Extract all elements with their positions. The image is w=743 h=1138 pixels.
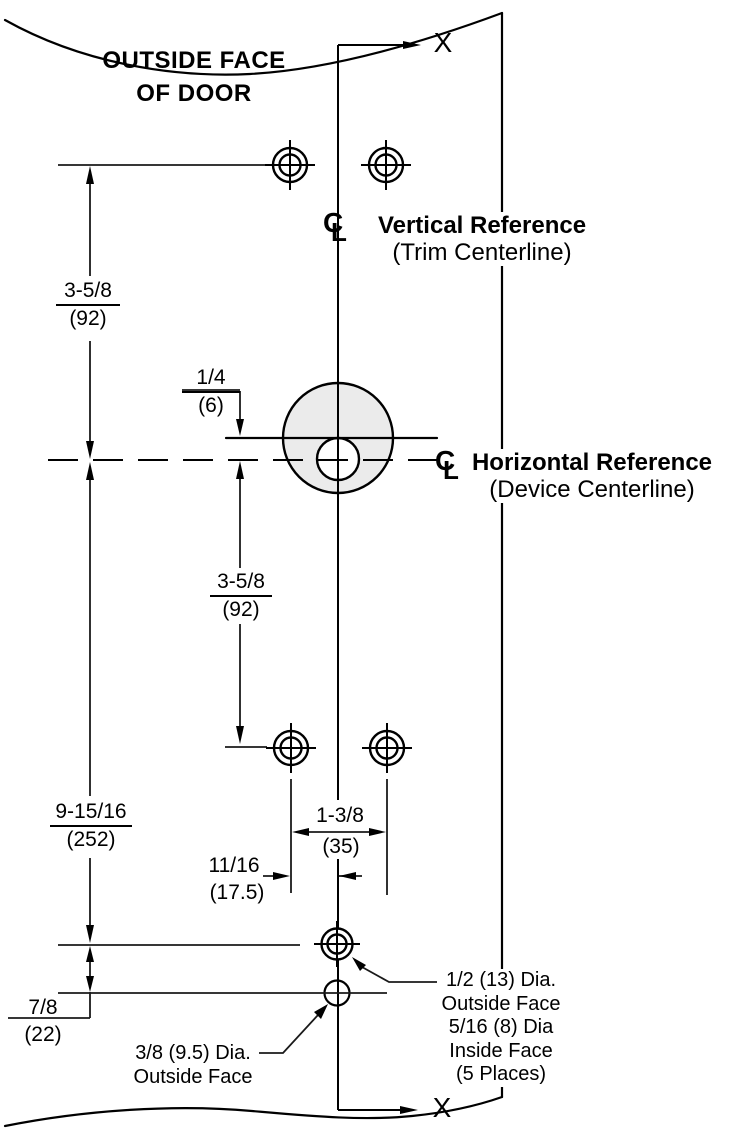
- dim-crossbar-offset: 1/4 (6): [182, 365, 240, 418]
- dim-edge-offset-metric: (22): [24, 1023, 62, 1046]
- dim-hole-span-metric: (35): [318, 834, 364, 859]
- x-axis-arrow-top: [338, 41, 421, 49]
- dim-hole-span-imperial: 1-3/8: [311, 803, 369, 828]
- dim-hole-half-imperial: 11/16: [205, 853, 263, 878]
- x-axis-label-bottom: X: [432, 1092, 452, 1123]
- dim-edge-offset-imperial: 7/8: [28, 996, 58, 1019]
- dim-hole-half-metric: (17.5): [206, 880, 268, 905]
- dim-bottom-span: 9-15/16 (252): [50, 799, 132, 852]
- leader-through-holes: [361, 966, 437, 983]
- door-face-label: OUTSIDE FACE OF DOOR: [102, 47, 286, 107]
- dimension-lines-center: [182, 389, 241, 726]
- horizontal-reference-label: Horizontal Reference (Device Centerline): [463, 449, 721, 503]
- dim-trim-top-offset: 3-5/8 (92): [56, 278, 120, 331]
- dimension-arrowheads: [86, 166, 386, 1019]
- mounting-hole-top-right: [361, 140, 411, 190]
- mounting-hole-lower-left: [266, 723, 316, 773]
- leader-outside-hole: [258, 1014, 319, 1054]
- vertical-reference-label: Vertical Reference (Trim Centerline): [349, 212, 615, 266]
- dim-trim-bottom-offset: 3-5/8 (92): [210, 569, 272, 622]
- mounting-hole-bottom: [314, 921, 360, 967]
- centerline-symbol-horizontal: C L: [435, 445, 459, 485]
- dimension-lines-left: [8, 184, 91, 1019]
- mounting-hole-top-left: [265, 140, 315, 190]
- note-through-holes: 1/2 (13) Dia. Outside Face 5/16 (8) Dia …: [437, 969, 565, 1087]
- mounting-hole-lower-right: [362, 723, 412, 773]
- note-outside-hole: 3/8 (9.5) Dia. Outside Face: [127, 1041, 259, 1089]
- centerline-symbol-vertical: C L: [323, 207, 347, 247]
- door-break-lines: [3, 11, 504, 1128]
- x-axis-arrow-bottom: [338, 1106, 418, 1114]
- x-axis-label-top: X: [433, 27, 453, 58]
- extension-lines: [58, 164, 388, 994]
